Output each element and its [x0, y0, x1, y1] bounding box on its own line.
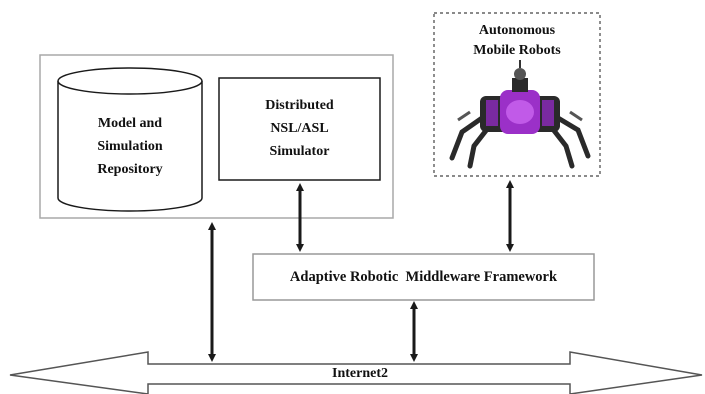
- robot-icon: [449, 60, 591, 169]
- repository-database-icon: [57, 67, 203, 212]
- middleware-label: Adaptive Robotic Middleware Framework: [289, 269, 558, 285]
- robots-label-line: Autonomous: [478, 23, 556, 38]
- simulator-label-line: Simulator: [269, 144, 330, 159]
- repository-label-line: Repository: [97, 162, 163, 177]
- internet-double-arrow: [9, 351, 703, 394]
- simulator-box: [218, 77, 381, 181]
- robots-label-line: Mobile Robots: [473, 43, 561, 58]
- repository-label-line: Simulation: [97, 139, 163, 154]
- repository-label: Model and Simulation Repository: [62, 112, 198, 181]
- robots-label: Autonomous Mobile Robots: [436, 21, 598, 61]
- simulator-label: Distributed NSL/ASL Simulator: [222, 94, 377, 163]
- simulator-label-line: Distributed: [265, 98, 334, 113]
- simulator-label-line: NSL/ASL: [270, 121, 329, 136]
- repository-label-line: Model and: [97, 116, 163, 131]
- network-label: Internet2: [332, 366, 388, 381]
- middleware-box: [252, 253, 595, 301]
